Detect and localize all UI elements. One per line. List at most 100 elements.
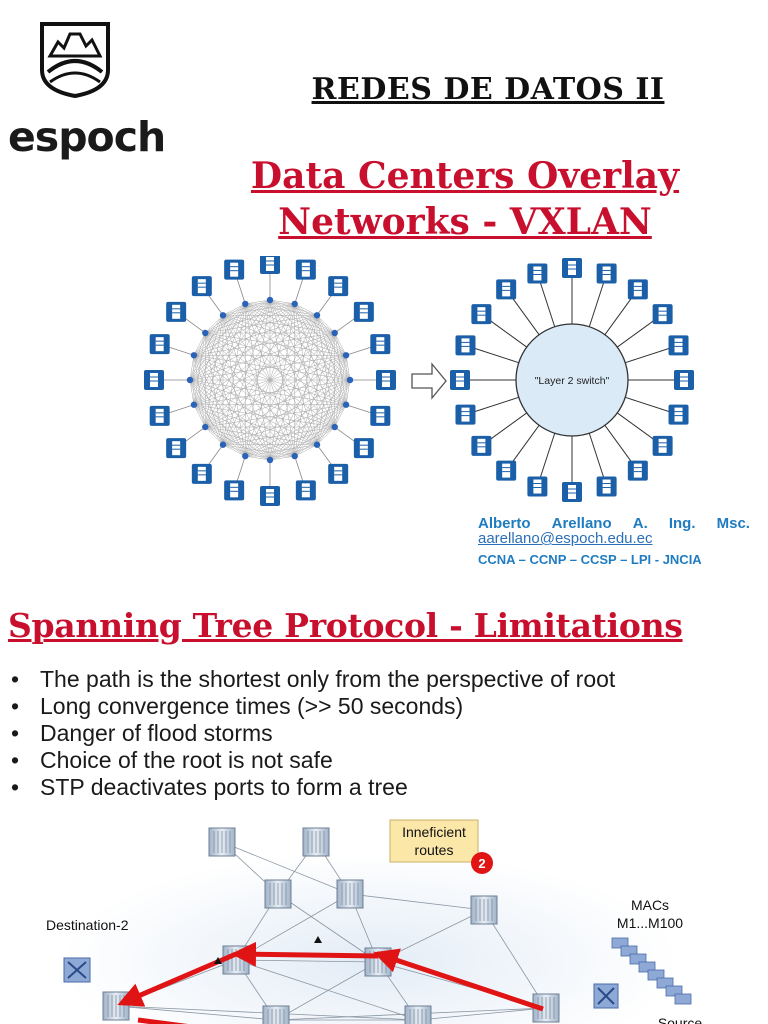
server-icon bbox=[674, 370, 694, 390]
bullet-text: The path is the shortest only from the p… bbox=[40, 666, 616, 692]
author-name: Alberto Arellano A. Ing. Msc. bbox=[478, 515, 750, 532]
mesh-node bbox=[219, 441, 227, 448]
switch-icon bbox=[262, 1005, 290, 1024]
mesh-node bbox=[242, 300, 249, 308]
bullet-text: Choice of the root is not safe bbox=[40, 747, 333, 773]
bullet-item: • Long convergence times (>> 50 seconds) bbox=[8, 693, 748, 720]
switch-icon bbox=[404, 1005, 432, 1024]
mesh-node bbox=[202, 423, 209, 431]
callout-line1: Inneficient bbox=[402, 824, 466, 840]
server-icon bbox=[668, 404, 689, 425]
route-arrow bbox=[231, 941, 379, 967]
bullet-glyph: • bbox=[11, 720, 20, 746]
bullet-text: Danger of flood storms bbox=[40, 720, 273, 746]
switch-icon bbox=[102, 991, 130, 1021]
macs-range-label: M1...M100 bbox=[617, 915, 683, 931]
stp-diagram: Inneficient routes 2 Destination-2 MACs … bbox=[46, 819, 703, 1024]
mesh-node bbox=[219, 312, 227, 319]
mesh-node bbox=[190, 352, 198, 359]
server-icon bbox=[562, 482, 582, 502]
topic-title-line1: Data Centers Overlay bbox=[250, 155, 680, 197]
mesh-node bbox=[342, 352, 350, 359]
mesh-node bbox=[266, 296, 274, 304]
server-icon bbox=[376, 370, 396, 390]
server-icon bbox=[149, 405, 170, 426]
bullet-text: STP deactivates ports to form a tree bbox=[40, 774, 408, 800]
bullet-item: •The path is the shortest only from the … bbox=[8, 666, 748, 693]
server-icon bbox=[652, 304, 673, 325]
mesh-node bbox=[331, 423, 338, 431]
bullet-list: • The path is the shortest only from the … bbox=[8, 666, 748, 801]
author-email-link[interactable]: aarellano@espoch.edu.ec bbox=[478, 530, 653, 547]
bullet-glyph: • bbox=[11, 774, 20, 800]
server-icon bbox=[295, 259, 316, 280]
mesh-node bbox=[346, 376, 354, 384]
server-icon bbox=[527, 263, 548, 284]
source-label: Source bbox=[658, 1015, 703, 1024]
server-icon bbox=[652, 435, 673, 456]
inefficient-route-arrows bbox=[117, 936, 544, 1024]
server-icon bbox=[260, 486, 280, 506]
switch-icon bbox=[470, 895, 498, 925]
server-icon bbox=[496, 460, 517, 481]
server-icon bbox=[668, 335, 689, 356]
author-name-part: Ing. bbox=[668, 515, 696, 532]
server-icon bbox=[627, 460, 648, 481]
server-icon bbox=[191, 463, 212, 484]
server-icon bbox=[471, 304, 492, 325]
server-icon bbox=[353, 438, 374, 459]
topology-comparison-diagram: "Layer 2 switch" bbox=[144, 256, 694, 506]
server-icon bbox=[295, 480, 316, 501]
bullet-text: Long convergence times (>> 50 seconds) bbox=[40, 693, 464, 719]
bullet-glyph: • bbox=[11, 693, 20, 719]
full-mesh-network bbox=[144, 256, 396, 506]
espoch-logo-icon bbox=[36, 20, 114, 99]
server-icon bbox=[166, 438, 187, 459]
star-network: "Layer 2 switch" bbox=[450, 258, 694, 502]
mesh-node bbox=[242, 452, 249, 460]
author-name-part: Alberto bbox=[478, 515, 531, 532]
topic-title-line2: Networks - VXLAN bbox=[278, 201, 652, 243]
server-icon bbox=[328, 463, 349, 484]
mac-hosts-stack-icon bbox=[611, 937, 692, 1005]
server-icon bbox=[191, 276, 212, 297]
author-block: Alberto Arellano A. Ing. Msc. aarellano@… bbox=[478, 515, 750, 567]
mesh-node bbox=[291, 452, 298, 460]
destination-host-icon bbox=[63, 957, 91, 983]
switch-icon bbox=[302, 827, 330, 857]
server-icon bbox=[370, 334, 391, 355]
mesh-node bbox=[266, 456, 274, 464]
mesh-node bbox=[313, 312, 321, 319]
network-cloud bbox=[60, 852, 680, 1024]
logo-text: espoch bbox=[8, 113, 166, 161]
server-icon bbox=[166, 301, 187, 322]
callout-line2: routes bbox=[415, 842, 454, 858]
source-host-icon bbox=[593, 983, 619, 1009]
author-name-part: A. bbox=[632, 515, 648, 532]
mesh-node bbox=[291, 300, 298, 308]
server-icon bbox=[471, 435, 492, 456]
server-icon bbox=[562, 258, 582, 278]
mesh-node bbox=[331, 329, 338, 337]
course-title: REDES DE DATOS II bbox=[311, 72, 665, 107]
route-arrow bbox=[373, 948, 544, 1012]
layer2-switch-label: "Layer 2 switch" bbox=[535, 375, 610, 387]
route-badge: 2 bbox=[471, 852, 493, 874]
route-arrow bbox=[137, 1017, 188, 1024]
mesh-node bbox=[202, 329, 209, 337]
author-name-part: Msc. bbox=[716, 515, 750, 532]
mesh-links bbox=[189, 299, 351, 461]
section-title: Spanning Tree Protocol - Limitations bbox=[8, 606, 683, 645]
author-certifications: CCNA – CCNP – CCSP – LPI - JNCIA bbox=[478, 552, 702, 567]
server-icon bbox=[149, 334, 170, 355]
server-icon bbox=[455, 335, 476, 356]
bullet-glyph: • bbox=[11, 747, 20, 773]
mesh-node bbox=[190, 401, 198, 408]
direction-marker-icon bbox=[214, 957, 222, 964]
switch-icon bbox=[336, 879, 364, 909]
macs-label: MACs bbox=[631, 897, 669, 913]
switch-icon bbox=[208, 827, 236, 857]
switch-icon bbox=[264, 879, 292, 909]
mesh-node bbox=[313, 441, 321, 448]
mesh-node bbox=[342, 401, 350, 408]
